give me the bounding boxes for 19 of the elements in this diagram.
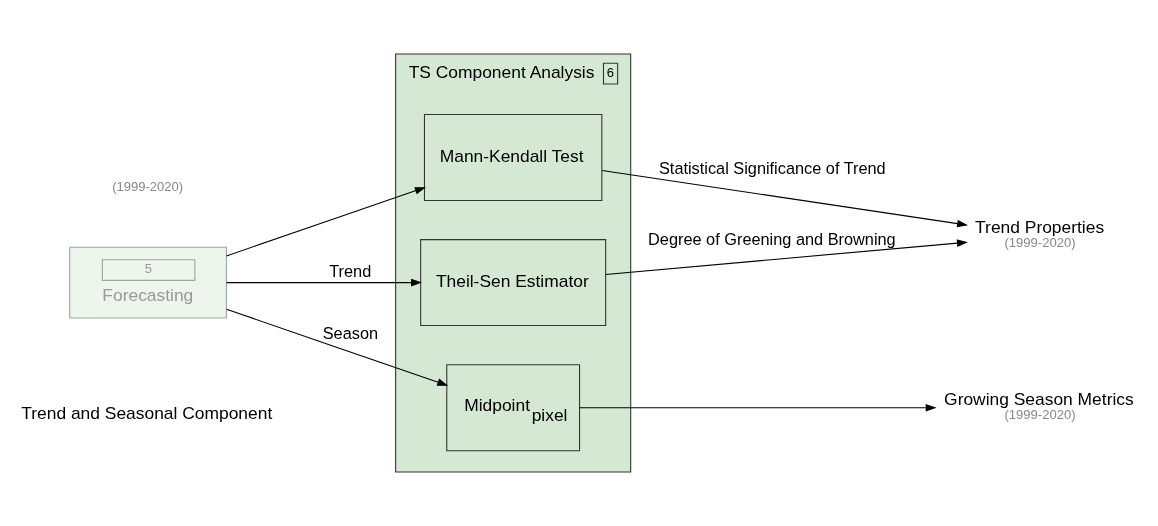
- edge-label: Season: [322, 324, 379, 343]
- label: Trend and Seasonal Component: [21, 403, 273, 424]
- node-box: Theil-Sen Estimator: [420, 239, 607, 327]
- node-box: 5 Forecasting: [69, 246, 227, 319]
- edge-label: Statistical Significance of Trend: [658, 158, 886, 177]
- label: (1999-2020): [112, 179, 184, 195]
- node-label: (1999-2020): [1004, 407, 1076, 423]
- node-label: (1999-2020): [1004, 235, 1076, 251]
- arrow: [226, 308, 449, 386]
- node-text: Trend Properties: [975, 217, 1105, 238]
- arrow: [226, 187, 426, 257]
- node-text: Growing Season Metrics: [944, 389, 1134, 410]
- edge-label: Degree of Greening and Browning: [648, 229, 896, 248]
- arrow: [226, 278, 422, 287]
- arrow: [579, 403, 937, 412]
- arrow: [601, 170, 969, 228]
- node-box: Mann-Kendall Test: [423, 113, 603, 201]
- edge-label: Trend: [329, 262, 372, 281]
- arrow: [605, 239, 968, 275]
